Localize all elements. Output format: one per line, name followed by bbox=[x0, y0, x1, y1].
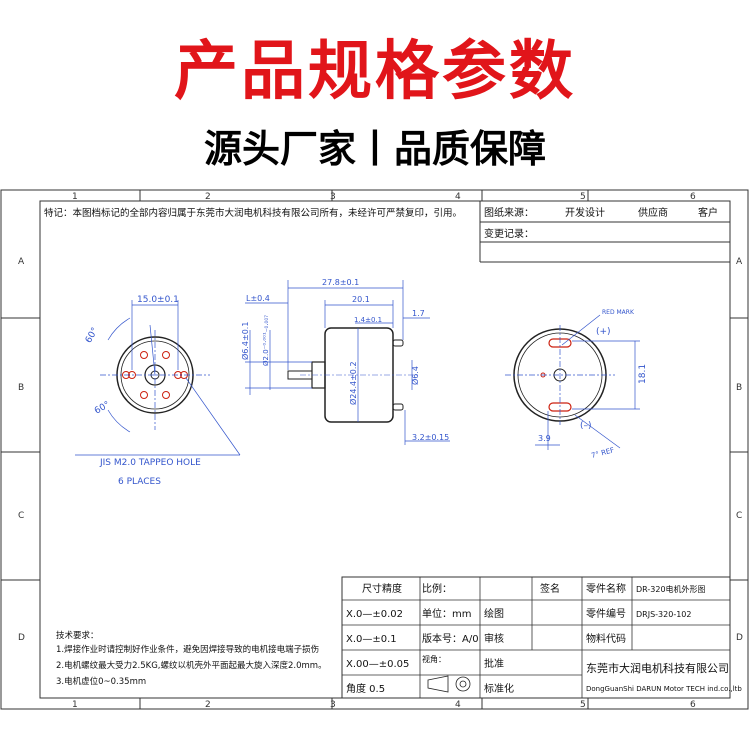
tech-item-1: 1.焊接作业时请控制好作业条件，避免因焊接导致的电机接电端子损伤 bbox=[56, 644, 319, 655]
title-block: 尺寸精度 X.0—±0.02 X.0—±0.1 X.00—±0.05 角度 0.… bbox=[341, 576, 742, 699]
col-label-2-bottom: 2 bbox=[205, 700, 211, 710]
side-dim-17: 1.7 bbox=[412, 309, 425, 318]
projection-symbol bbox=[427, 675, 471, 693]
front-angle-2: 60° bbox=[93, 400, 112, 417]
tech-item-3: 3.电机虚位0~0.35mm bbox=[56, 676, 146, 687]
front-places: 6 PLACES bbox=[118, 477, 161, 487]
sign-label: 签名 bbox=[540, 582, 560, 595]
col-label-6-bottom: 6 bbox=[690, 700, 696, 710]
row-label-a-right: A bbox=[736, 257, 743, 267]
side-view: 27.8±0.1 L±0.4 20.1 1.4±0.1 1.7 Ø6.4±0.1… bbox=[240, 278, 450, 445]
copyright-note: 特记：本图档标记的全部内容归属于东莞市大润电机科技有限公司所有，未经许可严禁复印… bbox=[44, 207, 462, 219]
page-subtitle: 源头厂家丨品质保障 bbox=[203, 127, 546, 171]
rear-dim-181: 18.1 bbox=[638, 364, 648, 384]
approve-label: 批准 bbox=[484, 657, 504, 670]
side-dim-64: Ø6.4 bbox=[410, 366, 420, 385]
col-label-4: 4 bbox=[455, 192, 461, 202]
draw-label: 绘图 bbox=[484, 607, 504, 620]
tol-3: X.00—±0.05 bbox=[346, 659, 409, 670]
row-label-b-right: B bbox=[736, 383, 742, 393]
unit-label: 单位：mm bbox=[422, 607, 471, 620]
col-label-1: 1 bbox=[72, 192, 78, 202]
view-label: 视角： bbox=[422, 654, 446, 664]
front-angle-1: 60° bbox=[84, 326, 101, 345]
part-no-label: 零件编号 bbox=[586, 607, 626, 620]
side-dim-shaft: Ø2.0⁻⁰·⁰⁰¹₋₀.₀₀₇ bbox=[262, 315, 270, 366]
rear-plus: (+) bbox=[596, 327, 611, 337]
rear-red-mark: RED MARK bbox=[602, 309, 635, 316]
row-label-c-right: C bbox=[736, 511, 742, 521]
rear-minus: (–) bbox=[580, 421, 592, 431]
rear-dim-ref: 7° REF bbox=[590, 446, 615, 460]
company-name-en: DongGuanShi DARUN Motor TECH ind.co.,ltb bbox=[586, 685, 742, 693]
front-view: 15.0±0.1 60° 60° JIS M2.0 TAPPEO HOLE 6 … bbox=[75, 295, 241, 487]
sheet-inner-border bbox=[39, 200, 731, 699]
source-label: 图纸来源： bbox=[484, 206, 534, 219]
tol-1: X.0—±0.02 bbox=[346, 609, 403, 620]
row-label-b: B bbox=[18, 383, 24, 393]
side-dim-14: 1.4±0.1 bbox=[354, 316, 382, 324]
front-dim-15: 15.0±0.1 bbox=[137, 295, 179, 305]
part-name-label: 零件名称 bbox=[586, 582, 626, 595]
rear-view: RED MARK (+) (–) 18.1 3.9 7° REF bbox=[505, 309, 648, 460]
row-label-a: A bbox=[18, 257, 25, 267]
col-label-6: 6 bbox=[690, 192, 696, 202]
tol-angle: 角度 0.5 bbox=[346, 682, 385, 695]
row-label-c: C bbox=[18, 511, 24, 521]
tech-requirements: 技术要求： 1.焊接作业时请控制好作业条件，避免因焊接导致的电机接电端子损伤 2… bbox=[56, 630, 327, 687]
side-dim-201: 20.1 bbox=[352, 295, 370, 304]
source-opt-supplier: 供应商 bbox=[638, 206, 668, 219]
grid-ticks bbox=[1, 190, 748, 709]
side-dim-32: 3.2±0.15 bbox=[412, 433, 449, 442]
col-label-3: 3 bbox=[330, 192, 336, 202]
side-dim-boss: Ø6.4±0.1 bbox=[240, 322, 250, 360]
sheet-border bbox=[0, 189, 749, 710]
check-label: 审核 bbox=[484, 632, 504, 645]
side-dim-278: 27.8±0.1 bbox=[322, 278, 359, 287]
col-label-3-bottom: 3 bbox=[330, 700, 336, 710]
col-label-1-bottom: 1 bbox=[72, 700, 78, 710]
version-label: 版本号：A/0 bbox=[422, 632, 479, 645]
col-label-2: 2 bbox=[205, 192, 211, 202]
row-label-d: D bbox=[18, 633, 25, 643]
tol-2: X.0—±0.1 bbox=[346, 634, 397, 645]
material-label: 物料代码 bbox=[586, 632, 626, 645]
change-log-label: 变更记录： bbox=[484, 227, 534, 240]
row-label-d-right: D bbox=[736, 633, 743, 643]
source-opt-customer: 客户 bbox=[698, 206, 718, 219]
standard-label: 标准化 bbox=[484, 682, 514, 695]
drawing-sheet: 1 2 3 4 5 6 1 2 3 4 5 6 A B C D A B C D … bbox=[0, 189, 749, 710]
page-title: 产品规格参数 bbox=[174, 35, 576, 109]
tech-item-2: 2.电机螺纹最大受力2.5KG,螺纹以机壳外平面起最大旋入深度2.0mm。 bbox=[56, 660, 327, 671]
col-label-5-bottom: 5 bbox=[580, 700, 586, 710]
company-name: 东莞市大润电机科技有限公司 bbox=[586, 661, 729, 675]
col-label-5: 5 bbox=[580, 192, 586, 202]
side-dim-dia: Ø24.4±0.2 bbox=[348, 361, 358, 405]
front-hole-note: JIS M2.0 TAPPEO HOLE bbox=[99, 458, 201, 468]
col-label-4-bottom: 4 bbox=[455, 700, 461, 710]
rear-dim-39: 3.9 bbox=[538, 434, 551, 443]
tech-title: 技术要求： bbox=[56, 630, 99, 641]
part-no: DRJS-320-102 bbox=[636, 610, 691, 619]
side-dim-l: L±0.4 bbox=[246, 294, 270, 303]
tol-header: 尺寸精度 bbox=[362, 582, 402, 595]
part-name: DR-320电机外形图 bbox=[636, 584, 706, 594]
ratio-label: 比例： bbox=[422, 582, 452, 595]
source-opt-dev: 开发设计 bbox=[565, 206, 605, 219]
